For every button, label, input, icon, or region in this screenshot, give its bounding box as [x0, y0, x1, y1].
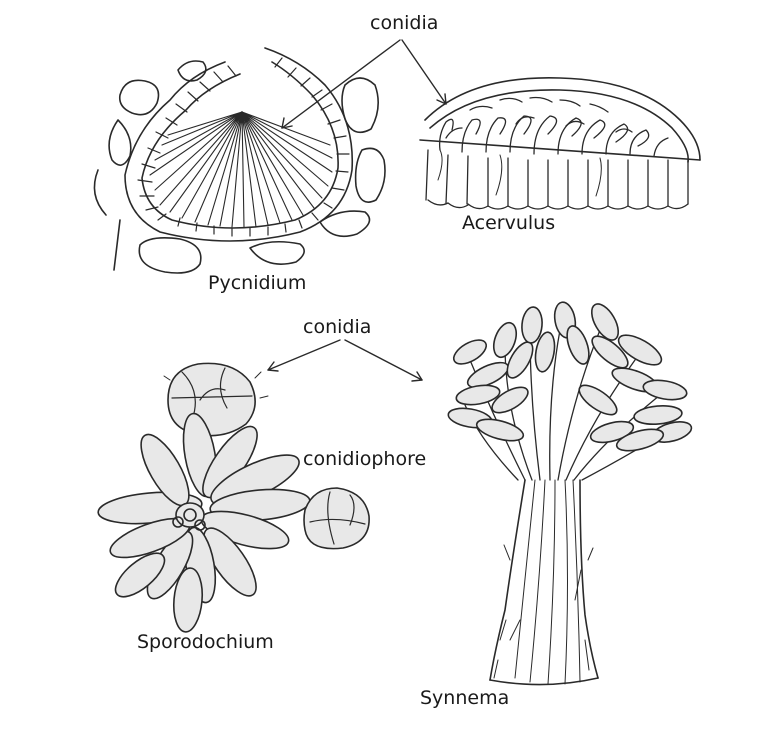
sporodochium-drawing: [97, 363, 369, 633]
acervulus-drawing: [420, 78, 700, 209]
conidia-top-pointers: [282, 40, 446, 128]
label-conidia-bottom: conidia: [303, 316, 371, 338]
synnema-drawing: [447, 300, 694, 685]
label-conidia-top: conidia: [370, 12, 438, 34]
conidia-bottom-pointers: [268, 340, 422, 381]
label-sporodochium: Sporodochium: [137, 631, 274, 653]
label-acervulus: Acervulus: [462, 212, 555, 234]
label-conidiophore: conidiophore: [303, 448, 426, 470]
pycnidium-drawing: [94, 48, 385, 273]
label-synnema: Synnema: [420, 687, 509, 709]
label-pycnidium: Pycnidium: [208, 272, 306, 294]
